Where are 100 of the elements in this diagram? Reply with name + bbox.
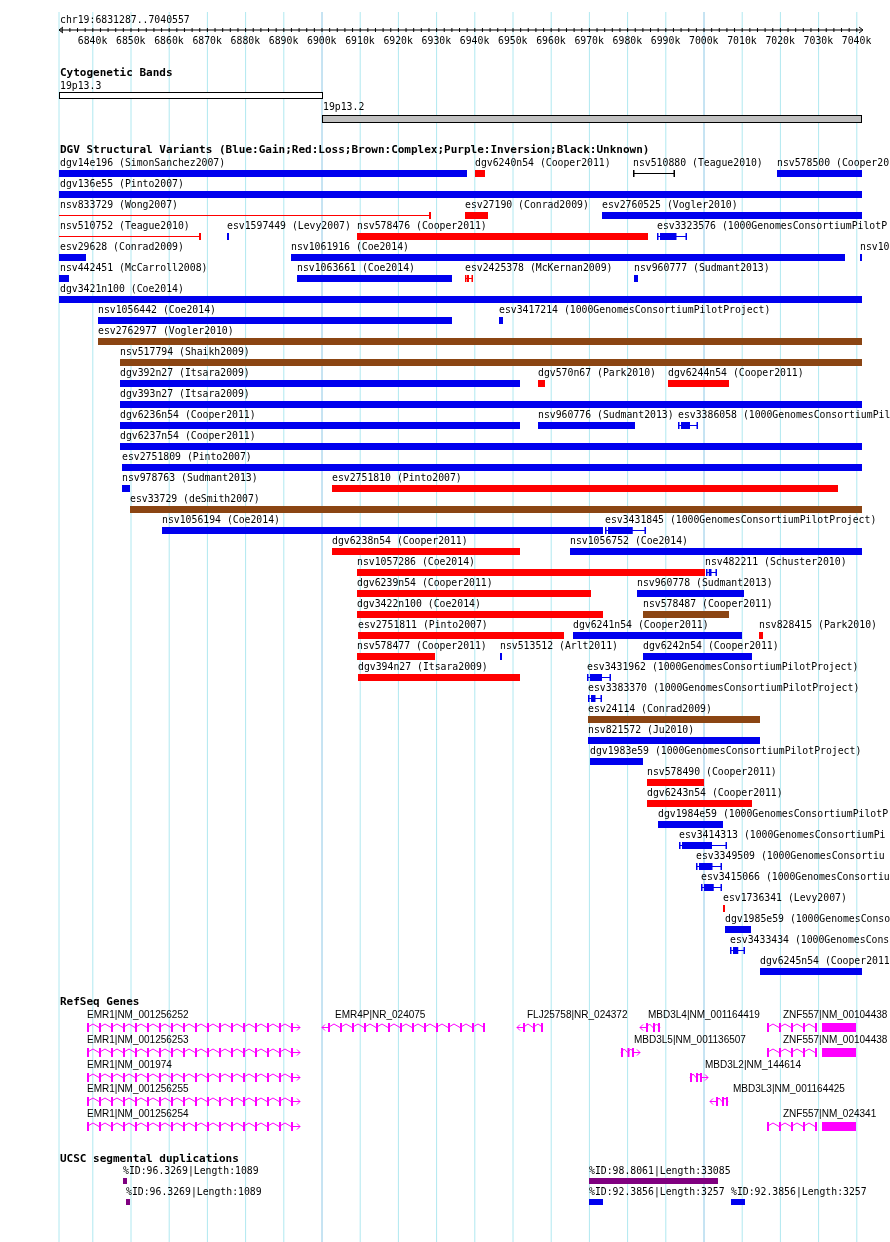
variant-label: esv3383370 (1000GenomesConsortiumPilotProject) <box>588 682 860 693</box>
band-label: 19p13.3 <box>60 80 102 91</box>
variant-label: dgv6239n54 (Cooper2011) <box>357 577 493 588</box>
tick-label: 6850k <box>116 35 146 46</box>
variant-label: dgv6245n54 (Cooper2011 <box>760 955 890 966</box>
track-title: Cytogenetic Bands <box>60 67 173 78</box>
tick-label: 6960k <box>536 35 566 46</box>
tick-label: 6900k <box>307 35 337 46</box>
tick-label: 6940k <box>459 35 490 46</box>
tick-label: 6990k <box>650 35 681 46</box>
variant-label: nsv578476 (Cooper2011) <box>357 220 487 231</box>
tick-label: 6910k <box>345 35 375 46</box>
variant-label: nsv960778 (Sudmant2013) <box>637 577 773 588</box>
variant-label: esv2425378 (McKernan2009) <box>465 262 613 273</box>
variant-label: dgv6243n54 (Cooper2011) <box>647 787 783 798</box>
tick-label: 6840k <box>77 35 108 46</box>
variant-label: dgv1985e59 (1000GenomesConso <box>725 913 890 924</box>
variant-label: dgv14e196 (SimonSanchez2007) <box>60 157 226 168</box>
variant-label: nsv1057286 (Coe2014) <box>357 556 475 567</box>
gene-label: MBD3L4|NM_001164419 <box>648 1009 760 1020</box>
tick-label: 6950k <box>498 35 528 46</box>
variant-label: esv2760525 (Vogler2010) <box>602 199 738 210</box>
variant-label: dgv1984e59 (1000GenomesConsortiumPilotP <box>658 808 889 819</box>
variant-label: nsv1056442 (Coe2014) <box>98 304 216 315</box>
tick-label: 6970k <box>574 35 604 46</box>
variant-label: esv3417214 (1000GenomesConsortiumPilotProject) <box>499 304 771 315</box>
gene-label: ZNF557|NM_00104438 <box>783 1009 888 1020</box>
variant-label: nsv513512 (Arlt2011) <box>500 640 618 651</box>
gene-label: EMR1|NM_001256254 <box>87 1108 189 1120</box>
variant-label: dgv3422n100 (Coe2014) <box>357 598 481 609</box>
gene-label: MBD3L3|NM_001164425 <box>733 1083 845 1095</box>
tick-label: 7010k <box>727 35 757 46</box>
gene-label: EMR1|NM_001974 <box>87 1058 172 1070</box>
variant-label: nsv578490 (Cooper2011) <box>647 766 777 777</box>
variant-label: dgv6237n54 (Cooper2011) <box>120 430 256 441</box>
tick-label: 6980k <box>612 35 643 46</box>
band-label: 19p13.2 <box>323 101 365 112</box>
variant-label: nsv1056194 (Coe2014) <box>162 514 280 525</box>
variant-label: esv33729 (deSmith2007) <box>130 493 260 504</box>
variant-label: dgv6238n54 (Cooper2011) <box>332 535 468 546</box>
variant-label: nsv510752 (Teague2010) <box>60 220 190 231</box>
variant-label: esv3431845 (1000GenomesConsortiumPilotProject) <box>605 514 877 525</box>
variant-label: esv3349509 (1000GenomesConsortiu <box>696 850 885 861</box>
gene-label: EMR1|NM_001256252 <box>87 1009 189 1020</box>
variant-label: dgv392n27 (Itsara2009) <box>120 367 250 378</box>
variant-label: esv2751810 (Pinto2007) <box>332 472 462 483</box>
variant-label: nsv828415 (Park2010) <box>759 619 877 630</box>
variant-label: dgv394n27 (Itsara2009) <box>358 661 488 672</box>
tick-label: 6890k <box>268 35 299 46</box>
variant-label: nsv578487 (Cooper2011) <box>643 598 773 609</box>
tick-label: 7020k <box>765 35 795 46</box>
variant-label: nsv1056752 (Coe2014) <box>570 535 688 546</box>
variant-label: esv1597449 (Levy2007) <box>227 220 351 231</box>
variant-label: dgv6242n54 (Cooper2011) <box>643 640 779 651</box>
gene-label: EMR1|NM_001256255 <box>87 1083 189 1095</box>
duplication-label: %ID:92.3856|Length:3257 <box>589 1186 725 1197</box>
tick-label: 7030k <box>803 35 834 46</box>
variant-label: nsv978763 (Sudmant2013) <box>122 472 258 483</box>
variant-label: esv3415066 (1000GenomesConsortiu <box>701 871 890 882</box>
variant-label: nsv517794 (Shaikh2009) <box>120 346 250 357</box>
tick-label: 6870k <box>192 35 222 46</box>
variant-label: nsv578500 (Cooper20 <box>777 157 890 168</box>
variant-label: esv3386058 (1000GenomesConsortiumPil <box>678 409 890 420</box>
duplication-label: %ID:96.3269|Length:1089 <box>126 1186 262 1197</box>
variant-label: nsv482211 (Schuster2010) <box>705 556 847 567</box>
track-title: RefSeq Genes <box>60 996 140 1007</box>
variant-label: dgv393n27 (Itsara2009) <box>120 388 250 399</box>
variant-label: nsv1061916 (Coe2014) <box>291 241 409 252</box>
gene-label: FLJ25758|NR_024372 <box>527 1009 628 1020</box>
gene-label: MBD3L5|NM_001136507 <box>634 1033 746 1045</box>
tick-label: 6920k <box>383 35 413 46</box>
variant-label: esv2762977 (Vogler2010) <box>98 325 234 336</box>
variant-label: esv27190 (Conrad2009) <box>465 199 589 210</box>
tick-label: 7040k <box>841 35 872 46</box>
duplication-label: %ID:98.8061|Length:33085 <box>589 1165 731 1176</box>
gene-label: EMR4P|NR_024075 <box>335 1009 426 1020</box>
variant-label: nsv578477 (Cooper2011) <box>357 640 487 651</box>
variant-label: nsv10 <box>860 241 890 252</box>
variant-label: esv3431962 (1000GenomesConsortiumPilotProject) <box>587 661 859 672</box>
variant-label: esv3433434 (1000GenomesCons <box>730 934 890 945</box>
variant-label: dgv570n67 (Park2010) <box>538 367 656 378</box>
duplication-label: %ID:96.3269|Length:1089 <box>123 1165 259 1176</box>
variant-label: esv3323576 (1000GenomesConsortiumPilotP <box>657 220 888 231</box>
track-title: UCSC segmental duplications <box>60 1153 239 1164</box>
tick-label: 6860k <box>154 35 184 46</box>
variant-label: nsv442451 (McCarroll2008) <box>60 262 208 273</box>
gene-label: ZNF557|NM_024341 <box>783 1108 877 1120</box>
variant-label: esv3414313 (1000GenomesConsortiumPi <box>679 829 886 840</box>
variant-label: nsv821572 (Ju2010) <box>588 724 695 735</box>
gene-label: ZNF557|NM_00104438 <box>783 1033 888 1045</box>
variant-label: esv24114 (Conrad2009) <box>588 703 712 714</box>
variant-label: esv1736341 (Levy2007) <box>723 892 847 903</box>
variant-label: dgv6241n54 (Cooper2011) <box>573 619 709 630</box>
variant-label: nsv1063661 (Coe2014) <box>297 262 415 273</box>
variant-label: esv2751809 (Pinto2007) <box>122 451 252 462</box>
variant-label: dgv1983e59 (1000GenomesConsortiumPilotProject) <box>590 745 862 756</box>
tick-label: 7000k <box>689 35 719 46</box>
tick-label: 6930k <box>421 35 452 46</box>
position-label: chr19:6831287..7040557 <box>60 14 190 25</box>
tick-label: 6880k <box>230 35 261 46</box>
